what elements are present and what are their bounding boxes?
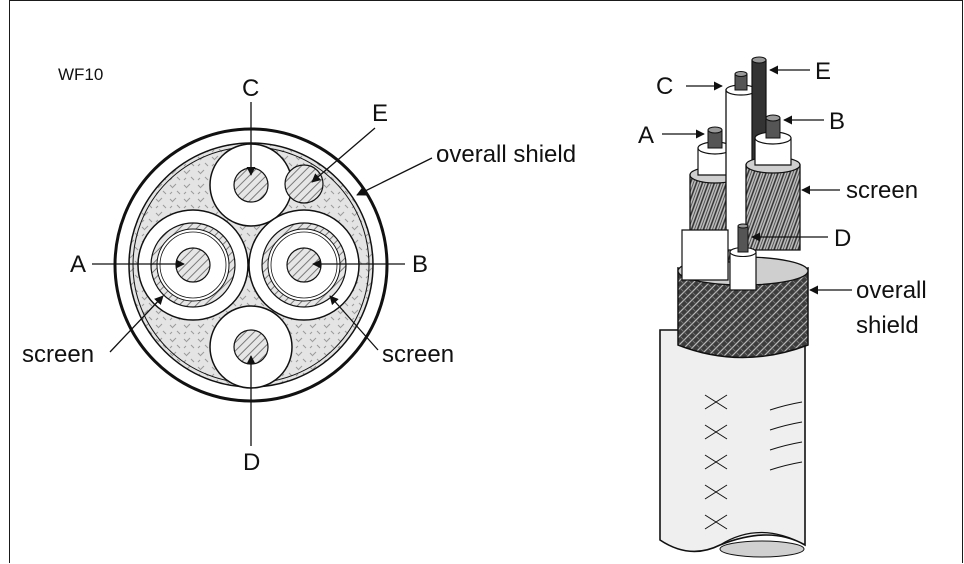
outer-sheath <box>659 329 806 558</box>
p-label-overall-line1: overall <box>856 277 927 304</box>
p-label-c: C <box>656 73 673 100</box>
leader-screen-right <box>329 295 379 351</box>
conductor-b-section <box>248 209 360 321</box>
label-a: A <box>70 251 86 278</box>
cross-section: WF10 C E overall shield A B D screen scr… <box>22 65 576 476</box>
p-label-screen: screen <box>846 177 918 204</box>
figure-frame <box>9 0 963 563</box>
p-label-a: A <box>638 122 654 149</box>
core-b <box>745 114 801 251</box>
leader-e <box>311 127 376 183</box>
p-label-b: B <box>829 108 845 135</box>
leader-overall-shield <box>356 157 433 196</box>
leader-screen-left <box>109 295 164 353</box>
label-d: D <box>243 449 260 476</box>
conductor-c-section <box>209 143 293 227</box>
label-overall-shield: overall shield <box>436 141 576 168</box>
label-screen-right: screen <box>382 341 454 368</box>
label-c: C <box>242 75 259 102</box>
label-screen-left: screen <box>22 341 94 368</box>
p-label-overall-line2: shield <box>856 312 919 339</box>
label-b: B <box>412 251 428 278</box>
conductor-e-section <box>284 164 324 204</box>
perspective-view: C E A B screen D overall shield <box>638 56 927 558</box>
p-label-d: D <box>834 225 851 252</box>
conductor-d-section <box>209 305 293 389</box>
conductor-a-section <box>137 209 249 321</box>
p-label-e: E <box>815 58 831 85</box>
label-e: E <box>372 100 388 127</box>
model-label: WF10 <box>58 65 103 84</box>
core-d <box>681 223 757 291</box>
